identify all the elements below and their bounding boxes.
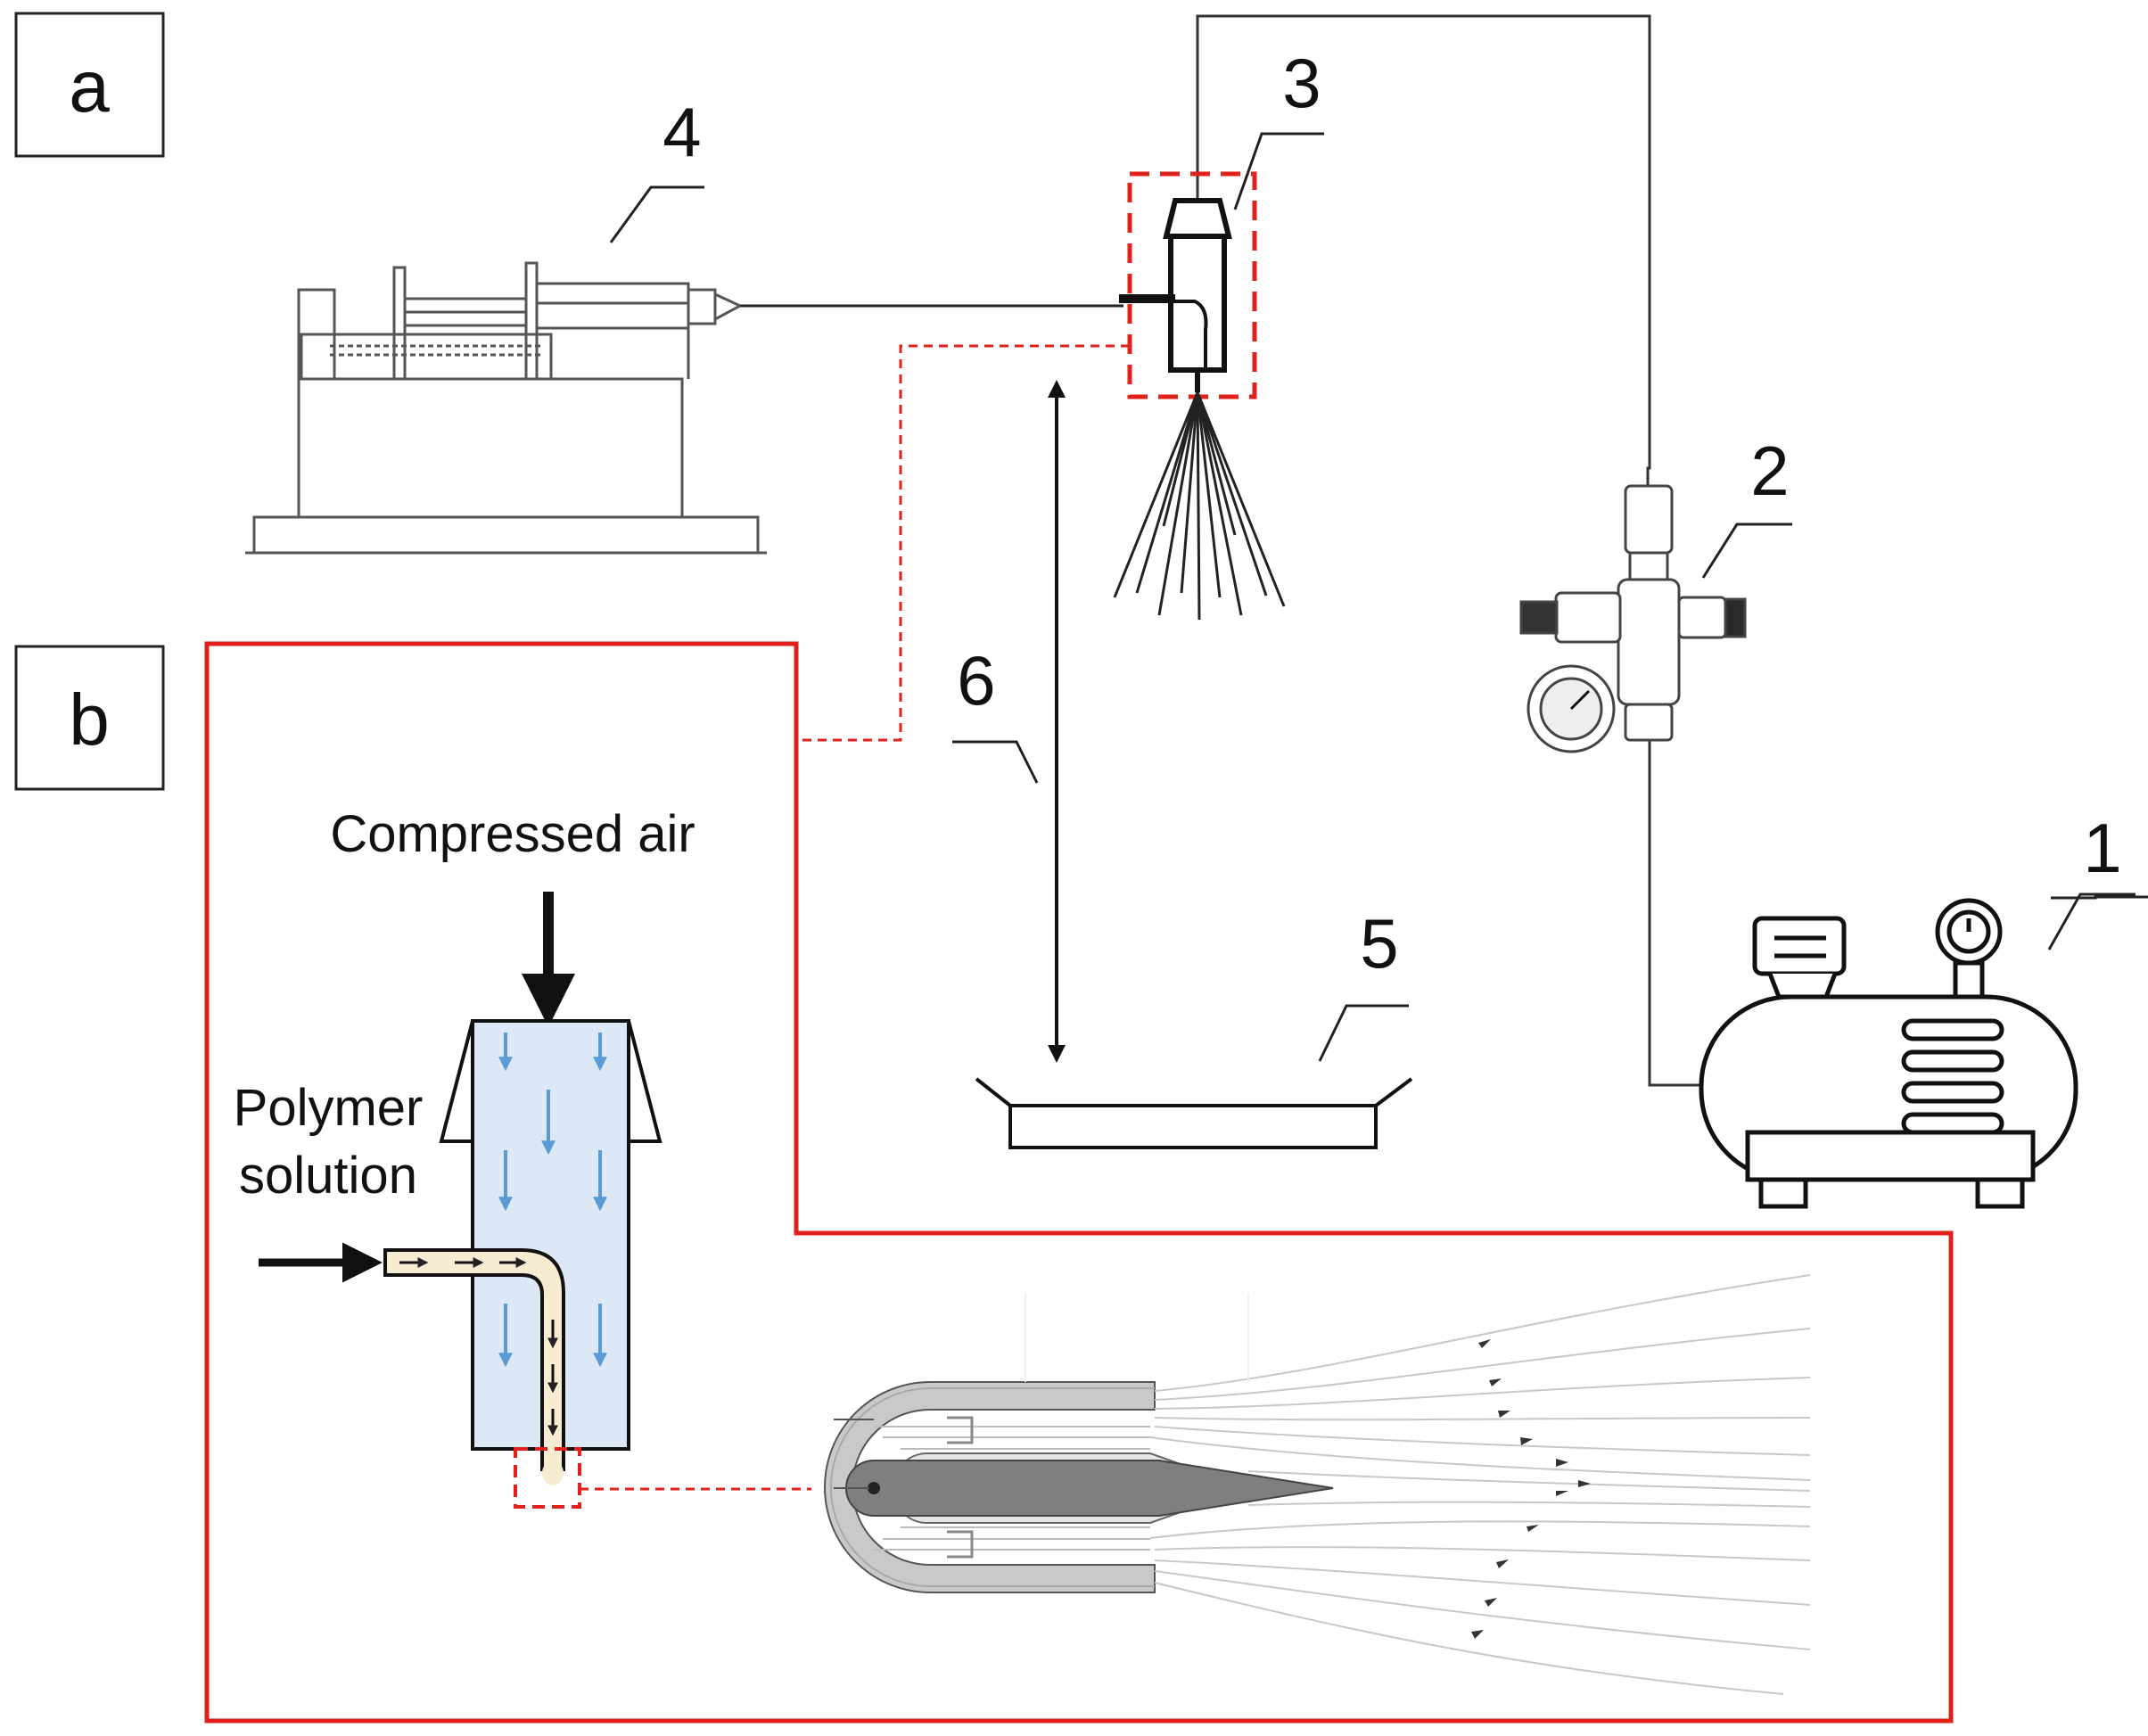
svg-text:b: b bbox=[69, 679, 110, 761]
tip-zoom-box bbox=[514, 1447, 581, 1509]
nozzle-enlarged bbox=[439, 1019, 663, 1451]
spray-nozzle bbox=[1119, 171, 1257, 399]
syringe-pump bbox=[245, 261, 767, 555]
svg-text:a: a bbox=[69, 46, 110, 128]
streamline-arrows bbox=[1471, 1339, 1591, 1639]
zoom-connector bbox=[796, 344, 1130, 742]
svg-text:6: 6 bbox=[957, 641, 995, 720]
callout-1: 1 bbox=[2047, 809, 2136, 950]
callout-6: 6 bbox=[952, 641, 1039, 784]
callout-2: 2 bbox=[1701, 432, 1792, 579]
pressure-regulator bbox=[1519, 484, 1747, 753]
solution-label: solution bbox=[239, 1147, 417, 1205]
spray-jets bbox=[1113, 391, 1286, 621]
svg-text:5: 5 bbox=[1360, 904, 1398, 983]
air-line bbox=[1196, 14, 1701, 1087]
svg-text:3: 3 bbox=[1282, 44, 1321, 122]
panel-label-b: b bbox=[14, 645, 165, 791]
callout-5: 5 bbox=[1318, 904, 1409, 1062]
svg-text:1: 1 bbox=[2083, 809, 2121, 887]
callout-4: 4 bbox=[609, 93, 704, 243]
air-streamlines bbox=[1025, 1274, 1811, 1695]
air-flow-arrows bbox=[498, 1033, 607, 1368]
polymer-label: Polymer bbox=[234, 1079, 424, 1137]
callout-3: 3 bbox=[1233, 44, 1324, 210]
collector bbox=[975, 1077, 1413, 1149]
detail-panel-frame bbox=[204, 641, 1954, 1724]
compressed-air-label: Compressed air bbox=[330, 805, 695, 863]
svg-text:4: 4 bbox=[663, 93, 701, 171]
nozzle-tip-section bbox=[824, 1381, 1334, 1593]
svg-text:2: 2 bbox=[1750, 432, 1789, 510]
air-compressor bbox=[1699, 898, 2078, 1209]
panel-label-a: a bbox=[14, 12, 165, 158]
